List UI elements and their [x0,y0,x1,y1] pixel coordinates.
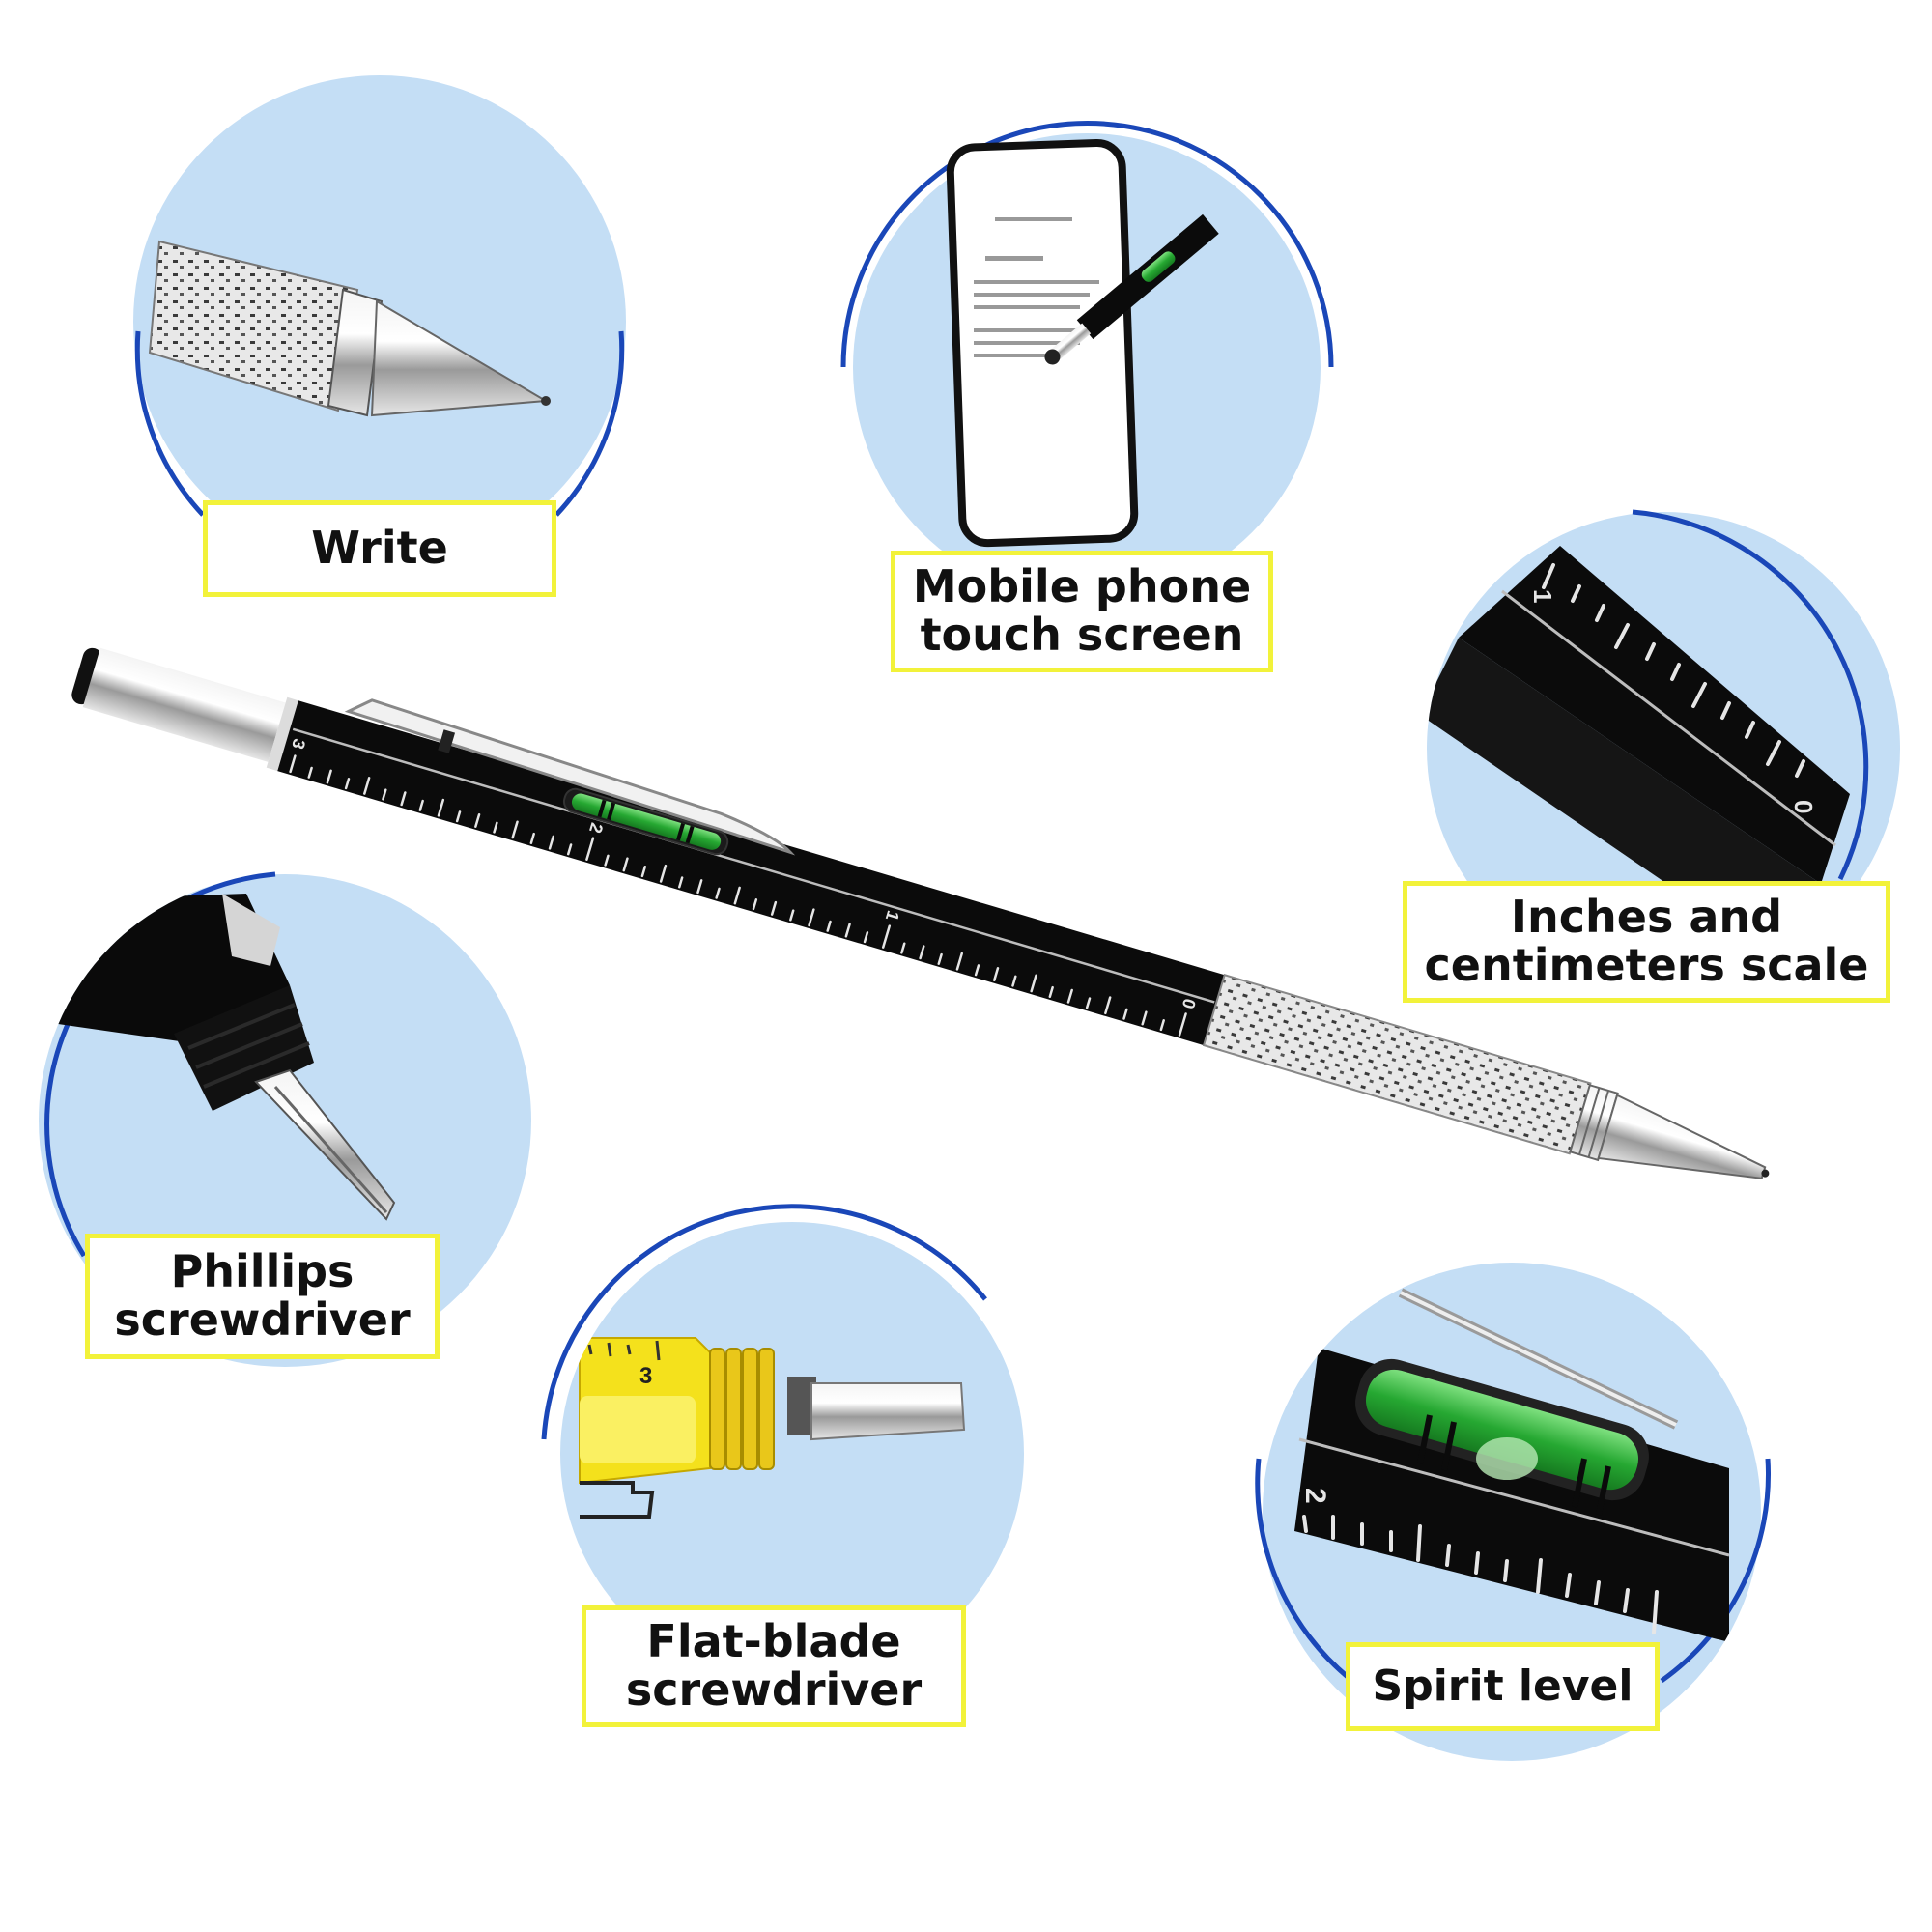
bubble-level-vial [571,793,722,850]
label-text-line2: touch screen [920,609,1244,661]
write-feature-graphic [133,75,626,568]
label-text-line2: centimeters scale [1424,939,1869,991]
smartphone-stylus-icon [946,138,1219,548]
touch-screen-feature-graphic [840,121,1334,601]
label-text-line1: Inches and [1510,891,1783,944]
label-flat-blade-screwdriver: Flat-blade screwdriver [582,1605,966,1727]
label-text-line2: screwdriver [625,1663,923,1716]
label-text-line1: Phillips [170,1245,355,1298]
label-text-line1: Flat-blade [646,1615,901,1668]
inset-tape-number: 3 [639,1363,652,1389]
inset-ruler-number: 2 [1299,1488,1331,1504]
label-text-line1: Mobile phone [912,560,1252,613]
label-inches-centimeters-scale: Inches and centimeters scale [1403,881,1890,1003]
label-text: Write [311,522,448,575]
flat-blade-feature-graphic: 3 [541,1204,1024,1686]
label-text-line2: screwdriver [114,1293,411,1346]
pen-tip-icon [148,240,551,417]
label-phillips-screwdriver: Phillips screwdriver [85,1234,440,1359]
stylus-tip-icon [71,647,102,705]
ruler-ticks [289,754,1187,1037]
multitool-pen-main: 3 2 1 0 [71,647,1770,1179]
label-write: Write [203,500,556,597]
label-text: Spirit level [1372,1662,1634,1712]
label-spirit-level: Spirit level [1346,1642,1660,1731]
spirit-level-icon: 2 [1294,1288,1730,1642]
ballpoint-tip [1597,1094,1767,1179]
pocket-clip [344,698,796,856]
flat-screwdriver-icon: 3 [579,1337,966,1519]
inset-ruler-number: 1 [1528,589,1557,603]
spirit-level-feature-graphic: 2 [1255,1263,1771,1761]
inset-ruler-number: 0 [1789,800,1818,813]
label-mobile-touch-screen: Mobile phone touch screen [891,551,1273,672]
